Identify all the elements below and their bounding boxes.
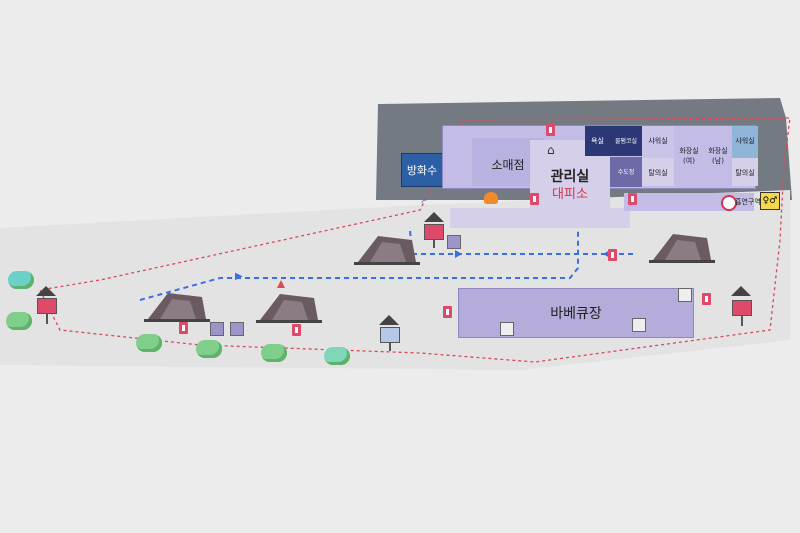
tree-icon (136, 334, 162, 352)
toilet-m-label: 화장실 (남) (708, 147, 728, 165)
tent-icon[interactable] (140, 289, 210, 325)
fire-extinguisher-icon (179, 322, 188, 334)
fire-extinguisher-icon (628, 193, 637, 205)
route-arrow-icon: ↗ (420, 196, 428, 206)
sign-icon (731, 286, 751, 296)
tree-icon (6, 312, 32, 330)
shower-m-label: 샤워실 (735, 137, 755, 145)
sign-board (380, 327, 400, 343)
table-icon (210, 322, 224, 336)
bbq-label: 바베큐장 (550, 306, 602, 322)
shower-men[interactable]: 샤워실 (732, 126, 758, 158)
toilet-f-label: 화장실 (여) (679, 147, 699, 165)
tent-icon[interactable] (645, 230, 715, 266)
fire-extinguisher-icon (292, 324, 301, 336)
sign-icon (379, 315, 399, 325)
bbq-area[interactable]: 바베큐장 (458, 288, 694, 338)
bathroom-label: 욕실 (591, 137, 604, 145)
changing-women[interactable]: 탈의실 (642, 158, 674, 186)
sign-pole (389, 343, 391, 351)
sink-room[interactable]: 수도정 (610, 157, 642, 187)
tree-icon (196, 340, 222, 358)
restroom-icon: ♀♂ (760, 192, 780, 210)
sign-board (732, 300, 752, 316)
store-label: 소매점 (491, 158, 525, 172)
no-smoking-icon (721, 195, 737, 211)
changing-men[interactable]: 탈의실 (732, 158, 758, 186)
table-icon (447, 235, 461, 249)
tent-icon[interactable] (350, 232, 420, 268)
sign-icon (424, 212, 444, 222)
table-icon (230, 322, 244, 336)
changing-m-label: 탈의실 (735, 169, 755, 177)
powder-room[interactable]: 물펌코실 (610, 126, 642, 156)
office-label: 관리실 (550, 169, 590, 185)
grill-icon (632, 318, 646, 332)
shelter-icon: ⌂ (547, 143, 555, 157)
tree-icon (261, 344, 287, 362)
toilet-men[interactable]: 화장실 (남) (704, 126, 732, 186)
shower-f-label: 샤워실 (648, 137, 668, 145)
route-arrow-icon: ▶ (235, 271, 243, 282)
shower-women[interactable]: 샤워실 (642, 126, 674, 158)
sign-board (424, 224, 444, 240)
fire-extinguisher-icon (530, 193, 539, 205)
sign-board (37, 298, 57, 314)
fire-extinguisher-icon (546, 124, 555, 136)
bathroom-room[interactable]: 욕실 (585, 126, 610, 156)
sign-pole (433, 240, 435, 248)
sink-label: 수도정 (617, 169, 635, 176)
tree-icon (8, 271, 34, 289)
sign-pole (741, 316, 743, 326)
grill-icon (500, 322, 514, 336)
toilet-women[interactable]: 화장실 (여) (674, 126, 704, 186)
fire-extinguisher-icon (702, 293, 711, 305)
no-smoking-label: 흡연구역 (735, 198, 761, 206)
fire-water-hydrant[interactable]: 방화수 (401, 153, 443, 187)
hydrant-label: 방화수 (406, 164, 438, 177)
sign-icon (36, 286, 56, 296)
lower-annex (450, 208, 630, 228)
evacuation-label: 대피소 (552, 187, 588, 202)
tree-icon (324, 347, 350, 365)
grill-icon (678, 288, 692, 302)
sign-pole (46, 314, 48, 324)
fire-extinguisher-icon (608, 249, 617, 261)
tent-icon[interactable] (252, 290, 322, 326)
campfire-icon (484, 192, 498, 204)
powder-label: 물펌코실 (614, 138, 638, 145)
changing-f-label: 탈의실 (648, 169, 668, 177)
fire-extinguisher-icon (443, 306, 452, 318)
